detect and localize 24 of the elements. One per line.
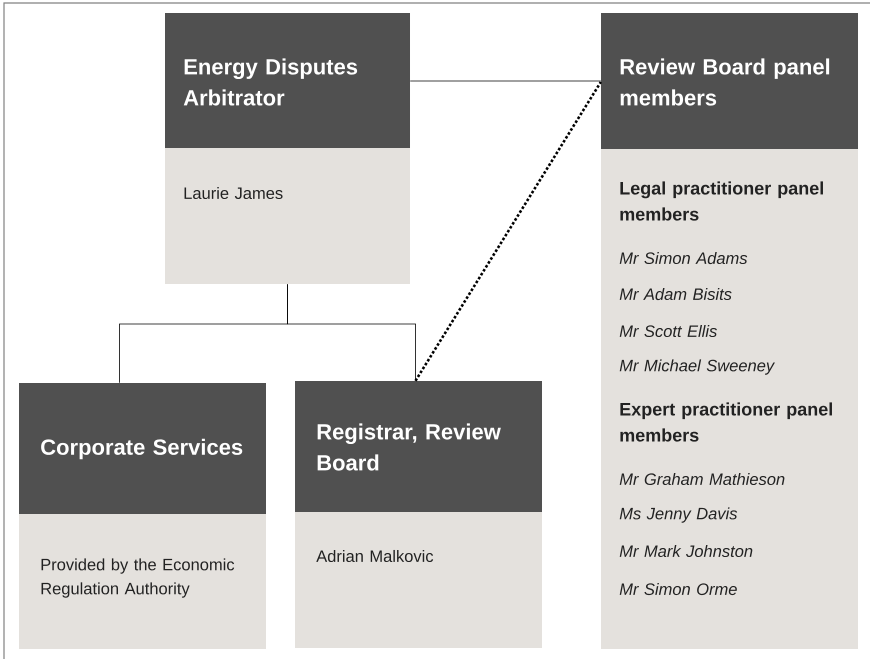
member-name: Mr Simon Adams bbox=[620, 252, 748, 264]
member-name: Mr Graham Mathieson bbox=[620, 472, 784, 486]
member-name: Mr Adam Bisits bbox=[620, 288, 732, 300]
member-name: Mr Scott Ellis bbox=[620, 324, 717, 338]
connector-line bbox=[414, 81, 602, 382]
member-name: Mr Michael Sweeney bbox=[620, 359, 775, 375]
connector-line bbox=[410, 80, 602, 82]
org-box bbox=[295, 381, 542, 648]
org-box bbox=[19, 383, 266, 649]
org-box bbox=[165, 13, 410, 284]
body-text: Provided by the Economic Regulation Authority bbox=[42, 558, 234, 598]
body-text: Laurie James bbox=[184, 186, 283, 200]
connector-line bbox=[287, 284, 416, 382]
member-name: Mr Mark Johnston bbox=[620, 544, 752, 558]
header-text: Review Board panel members bbox=[620, 58, 830, 106]
subheading-text: Expert practitioner panel members bbox=[620, 402, 832, 442]
org-box bbox=[601, 13, 858, 649]
header-text: Energy Disputes Arbitrator bbox=[184, 58, 358, 106]
member-name: Mr Simon Orme bbox=[620, 582, 737, 596]
subheading-text: Legal practitioner panel members bbox=[620, 181, 823, 221]
member-name: Ms Jenny Davis bbox=[620, 507, 738, 523]
body-text: Adrian Malkovic bbox=[316, 550, 434, 562]
header-text: Corporate Services bbox=[41, 438, 242, 460]
header-text: Registrar, Review Board bbox=[318, 423, 501, 471]
